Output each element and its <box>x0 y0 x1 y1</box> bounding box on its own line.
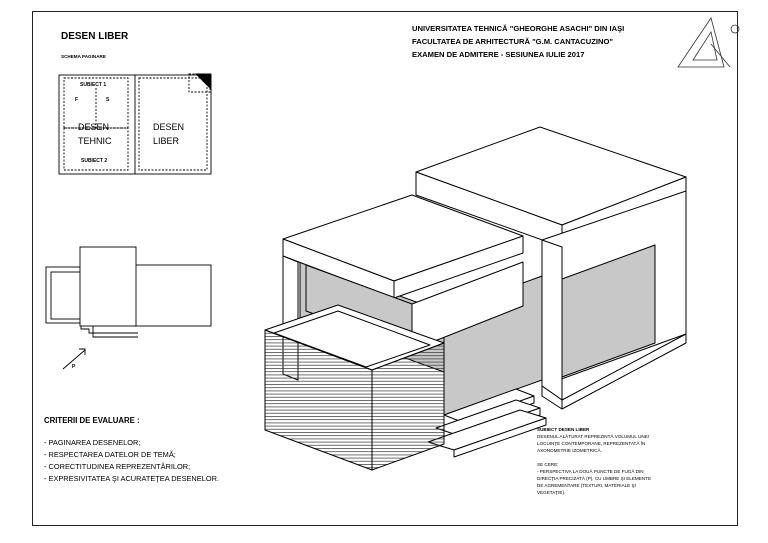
subject-req-2: DIRECŢIA PRECIZATĂ (P), CU UMBRE ŞI ELEM… <box>537 476 652 481</box>
schema-desen-tehnic-2: TEHNIC <box>78 136 112 146</box>
plan-p-label: P <box>72 364 76 370</box>
header-university: UNIVERSITATEA TEHNICĂ "GHEORGHE ASACHI" … <box>412 24 625 33</box>
criteria-heading: CRITERII DE EVALUARE : <box>44 416 140 425</box>
drawing-sheet-border <box>32 11 738 526</box>
schema-desen-liber-2: LIBER <box>153 136 180 146</box>
criteria-item-2: - RESPECTAREA DATELOR DE TEMĂ; <box>44 450 176 459</box>
schema-f: F <box>75 97 78 103</box>
header-exam: EXAMEN DE ADMITERE - SESIUNEA IULIE 2017 <box>412 50 585 59</box>
criteria-item-1: - PAGINAREA DESENELOR; <box>44 438 141 447</box>
criteria-item-4: - EXPRESIVITATEA ŞI ACURATEŢEA DESENELOR… <box>44 474 219 483</box>
schema-subiect2: SUBIECT 2 <box>81 158 107 164</box>
subject-desc-1: DESENUL ALĂTURAT REPREZINTĂ VOLUMUL UNEI <box>537 434 650 439</box>
page-layout-schema <box>58 73 212 175</box>
schema-subiect1: SUBIECT 1 <box>80 82 106 88</box>
subject-req-4: VEGETAŢIE). <box>537 490 566 495</box>
header-faculty: FACULTATEA DE ARHITECTURĂ "G.M. CANTACUZ… <box>412 37 613 46</box>
subject-requirements-heading: SE CERE: <box>537 462 559 467</box>
subject-req-1: - PERSPECTIVA LA DOUĂ PUNCTE DE FUGĂ DIN <box>537 469 644 474</box>
subject-heading: SUBIECT DESEN LIBER <box>537 427 590 432</box>
schema-desen-liber-1: DESEN <box>153 122 184 132</box>
schema-labels: SUBIECT 1 F S DESEN TEHNIC SUBIECT 2 DES… <box>75 82 184 164</box>
university-logo <box>677 17 740 68</box>
schema-label: SCHEMA PAGINARE <box>61 54 106 59</box>
subject-desc-2: LOCUINŢE CONTEMPORANE, REPREZENTATĂ ÎN <box>537 441 646 446</box>
schema-desen-tehnic-1: DESEN <box>78 122 109 132</box>
plan-view <box>45 246 212 370</box>
sheet-title: DESEN LIBER <box>61 31 129 42</box>
subject-desc-3: AXONOMETRIE IZOMETRICĂ. <box>537 448 602 453</box>
isometric-building <box>264 126 687 471</box>
criteria-item-3: - CORECTITUDINEA REPREZENTĂRILOR; <box>44 462 191 471</box>
schema-s: S <box>106 97 110 103</box>
subject-req-3: DE AGREMENTARE (TEXTURI, MATERIALE ŞI <box>537 483 636 488</box>
